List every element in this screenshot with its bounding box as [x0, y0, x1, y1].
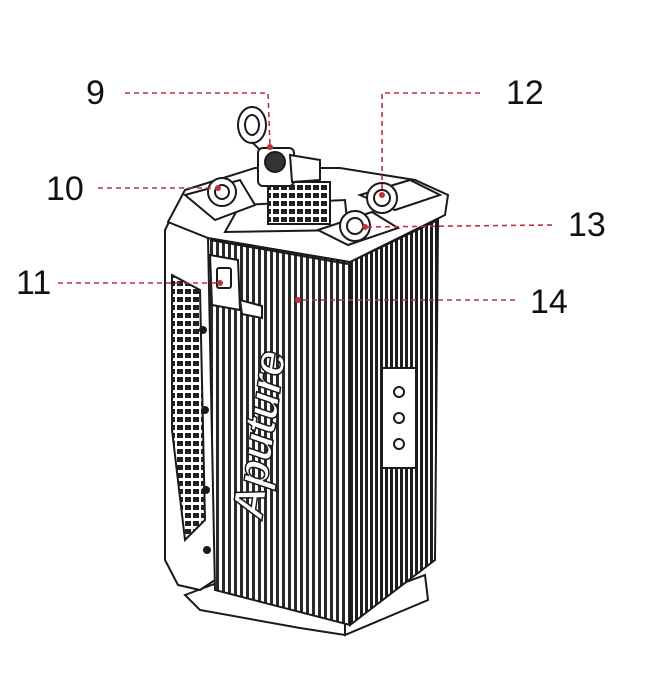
power-panel	[208, 253, 263, 320]
callout-dots	[215, 144, 385, 303]
callout-label-12: 12	[506, 74, 544, 112]
connector-10	[182, 177, 257, 222]
dot-12	[379, 192, 385, 198]
connector-13	[315, 210, 401, 247]
connector-9	[237, 106, 321, 187]
leader-12	[381, 92, 480, 193]
leader-13	[364, 224, 553, 228]
left-side-panel	[164, 208, 216, 592]
callout-label-11: 11	[16, 264, 52, 302]
callout-label-10: 10	[46, 170, 84, 208]
dot-9	[267, 144, 273, 150]
dot-13	[362, 224, 368, 230]
dot-14	[295, 297, 301, 303]
callout-label-9: 9	[86, 74, 105, 112]
callout-label-14: 14	[530, 283, 568, 321]
callout-lines	[58, 92, 553, 301]
dot-11	[217, 280, 223, 286]
callout-label-13: 13	[568, 206, 606, 244]
leader-9	[125, 92, 271, 146]
dot-10	[215, 185, 221, 191]
right-panel	[349, 218, 440, 628]
